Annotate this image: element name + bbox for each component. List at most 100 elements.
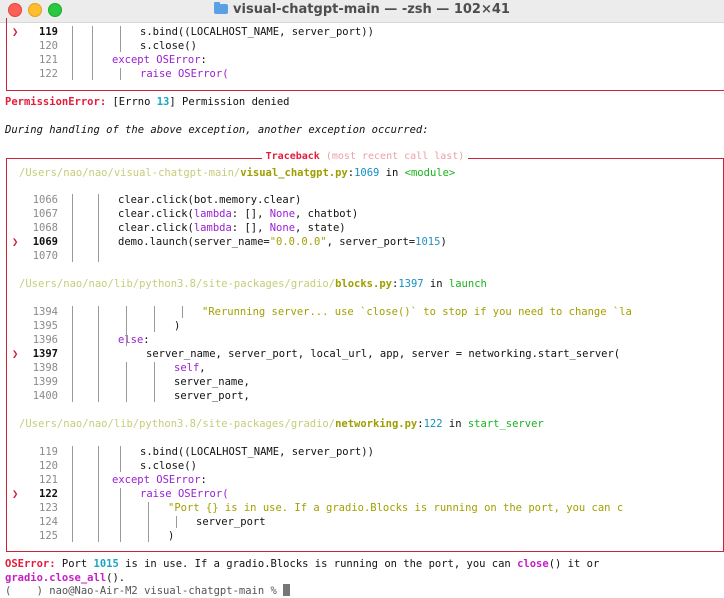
frame-in: in (423, 278, 449, 290)
code-line: 120 s.close() (0, 459, 700, 473)
code-token: OSError( (177, 488, 229, 500)
code-text: s.close() (140, 39, 197, 53)
code-token: : (143, 334, 150, 346)
code-token: ) (174, 320, 181, 332)
shell-prompt[interactable]: ( ) nao@Nao-Air-M2 visual-chatgpt-main % (5, 584, 291, 598)
indent-guide (120, 26, 121, 52)
frame-lineno: 1069 (354, 167, 380, 179)
os-error-line-2: gradio.close_all(). (5, 571, 125, 585)
close-window-button[interactable] (8, 3, 22, 17)
line-number: 1398 (32, 362, 58, 374)
line-number: 1395 (32, 320, 58, 332)
code-line: 1395) (0, 319, 700, 333)
frame-func: start_server (467, 418, 544, 430)
line-number: 1396 (32, 334, 58, 346)
code-token: None (269, 222, 296, 234)
code-token: clear.click(bot.memory.clear) (118, 194, 302, 206)
frame-dir: /Users/nao/nao/lib/python3.8/site-packag… (19, 418, 336, 430)
indent-guide (98, 306, 99, 402)
code-text: s.close() (140, 459, 197, 473)
code-text: self, (174, 361, 206, 375)
code-token: raise (140, 488, 178, 500)
permission-error-post: ] Permission denied (169, 96, 290, 108)
indent-guide (126, 362, 127, 402)
code-text: except OSError: (112, 473, 207, 487)
os-error-close-fn: close (517, 558, 549, 570)
code-token: ) (440, 236, 447, 248)
code-text: else: (118, 333, 150, 347)
code-text: "Port {} is in use. If a gradio.Blocks i… (168, 501, 623, 515)
code-line: 1398 self, (0, 361, 700, 375)
code-text: clear.click(lambda: [], None, state) (118, 221, 346, 235)
line-number: 119 (39, 446, 58, 458)
frame-colon: : (347, 167, 355, 179)
line-number: 1400 (32, 390, 58, 402)
line-number: 1070 (32, 250, 58, 262)
permission-error-label: PermissionError: (5, 96, 107, 108)
code-text: clear.click(lambda: [], None, chatbot) (118, 207, 358, 221)
code-text: server_name, server_port, local_url, app… (146, 347, 620, 361)
traceback-subtitle: (most recent call last) (325, 151, 465, 162)
line-number: 120 (39, 460, 58, 472)
indent-guide (92, 26, 93, 80)
line-number: 1397 (32, 348, 58, 360)
frame-in: in (442, 418, 468, 430)
os-error-port: 1015 (93, 558, 119, 570)
code-token: s.close() (140, 40, 197, 52)
os-error-text-3: () it or (548, 558, 600, 570)
indent-guide (154, 306, 155, 332)
frame-file: networking.py (335, 418, 418, 430)
code-text: ) (174, 319, 180, 333)
os-error-line2-rest: (). (106, 572, 126, 584)
current-line-marker: ❯ (12, 236, 19, 248)
minimize-window-button[interactable] (28, 3, 42, 17)
indent-guide (98, 446, 99, 542)
frame-func: launch (448, 278, 487, 290)
os-error-line-1: OSError: Port 1015 is in use. If a gradi… (5, 557, 599, 571)
line-number: 121 (39, 54, 58, 66)
during-handling-text: During handling of the above exception, … (5, 124, 429, 136)
folder-icon (214, 2, 229, 14)
indent-guide (72, 26, 73, 80)
frame-file: blocks.py (335, 278, 392, 290)
zoom-window-button[interactable] (48, 3, 62, 17)
code-text: raise OSError( (140, 487, 229, 501)
indent-guide (154, 362, 155, 402)
traceback-title: Traceback (265, 151, 320, 162)
top-traceback-frame (6, 18, 724, 91)
code-text: ) (168, 529, 174, 543)
code-token: else (118, 334, 144, 346)
line-number: 123 (39, 502, 58, 514)
line-number: 120 (39, 40, 58, 52)
code-token: server_port, (174, 390, 250, 402)
code-token: OSError (156, 474, 201, 486)
indent-guide (120, 68, 121, 80)
line-number: 122 (39, 488, 58, 500)
indent-guide (98, 194, 99, 262)
code-token: , (199, 362, 206, 374)
indent-guide (120, 488, 121, 542)
code-token: : (200, 54, 207, 66)
current-line-marker: ❯ (12, 26, 19, 38)
frame-colon: : (417, 418, 424, 430)
code-text: demo.launch(server_name="0.0.0.0", serve… (118, 235, 447, 249)
code-token: lambda (193, 222, 232, 234)
code-token: "0.0.0.0" (269, 236, 327, 248)
code-token: OSError (156, 54, 201, 66)
line-number: 121 (39, 474, 58, 486)
code-token: server_name, server_port, local_url, app… (146, 348, 621, 360)
code-token: OSError( (177, 68, 229, 80)
current-line-marker: ❯ (12, 348, 19, 360)
indent-guide (182, 306, 183, 318)
code-token: : (200, 474, 207, 486)
line-number: 124 (39, 516, 58, 528)
